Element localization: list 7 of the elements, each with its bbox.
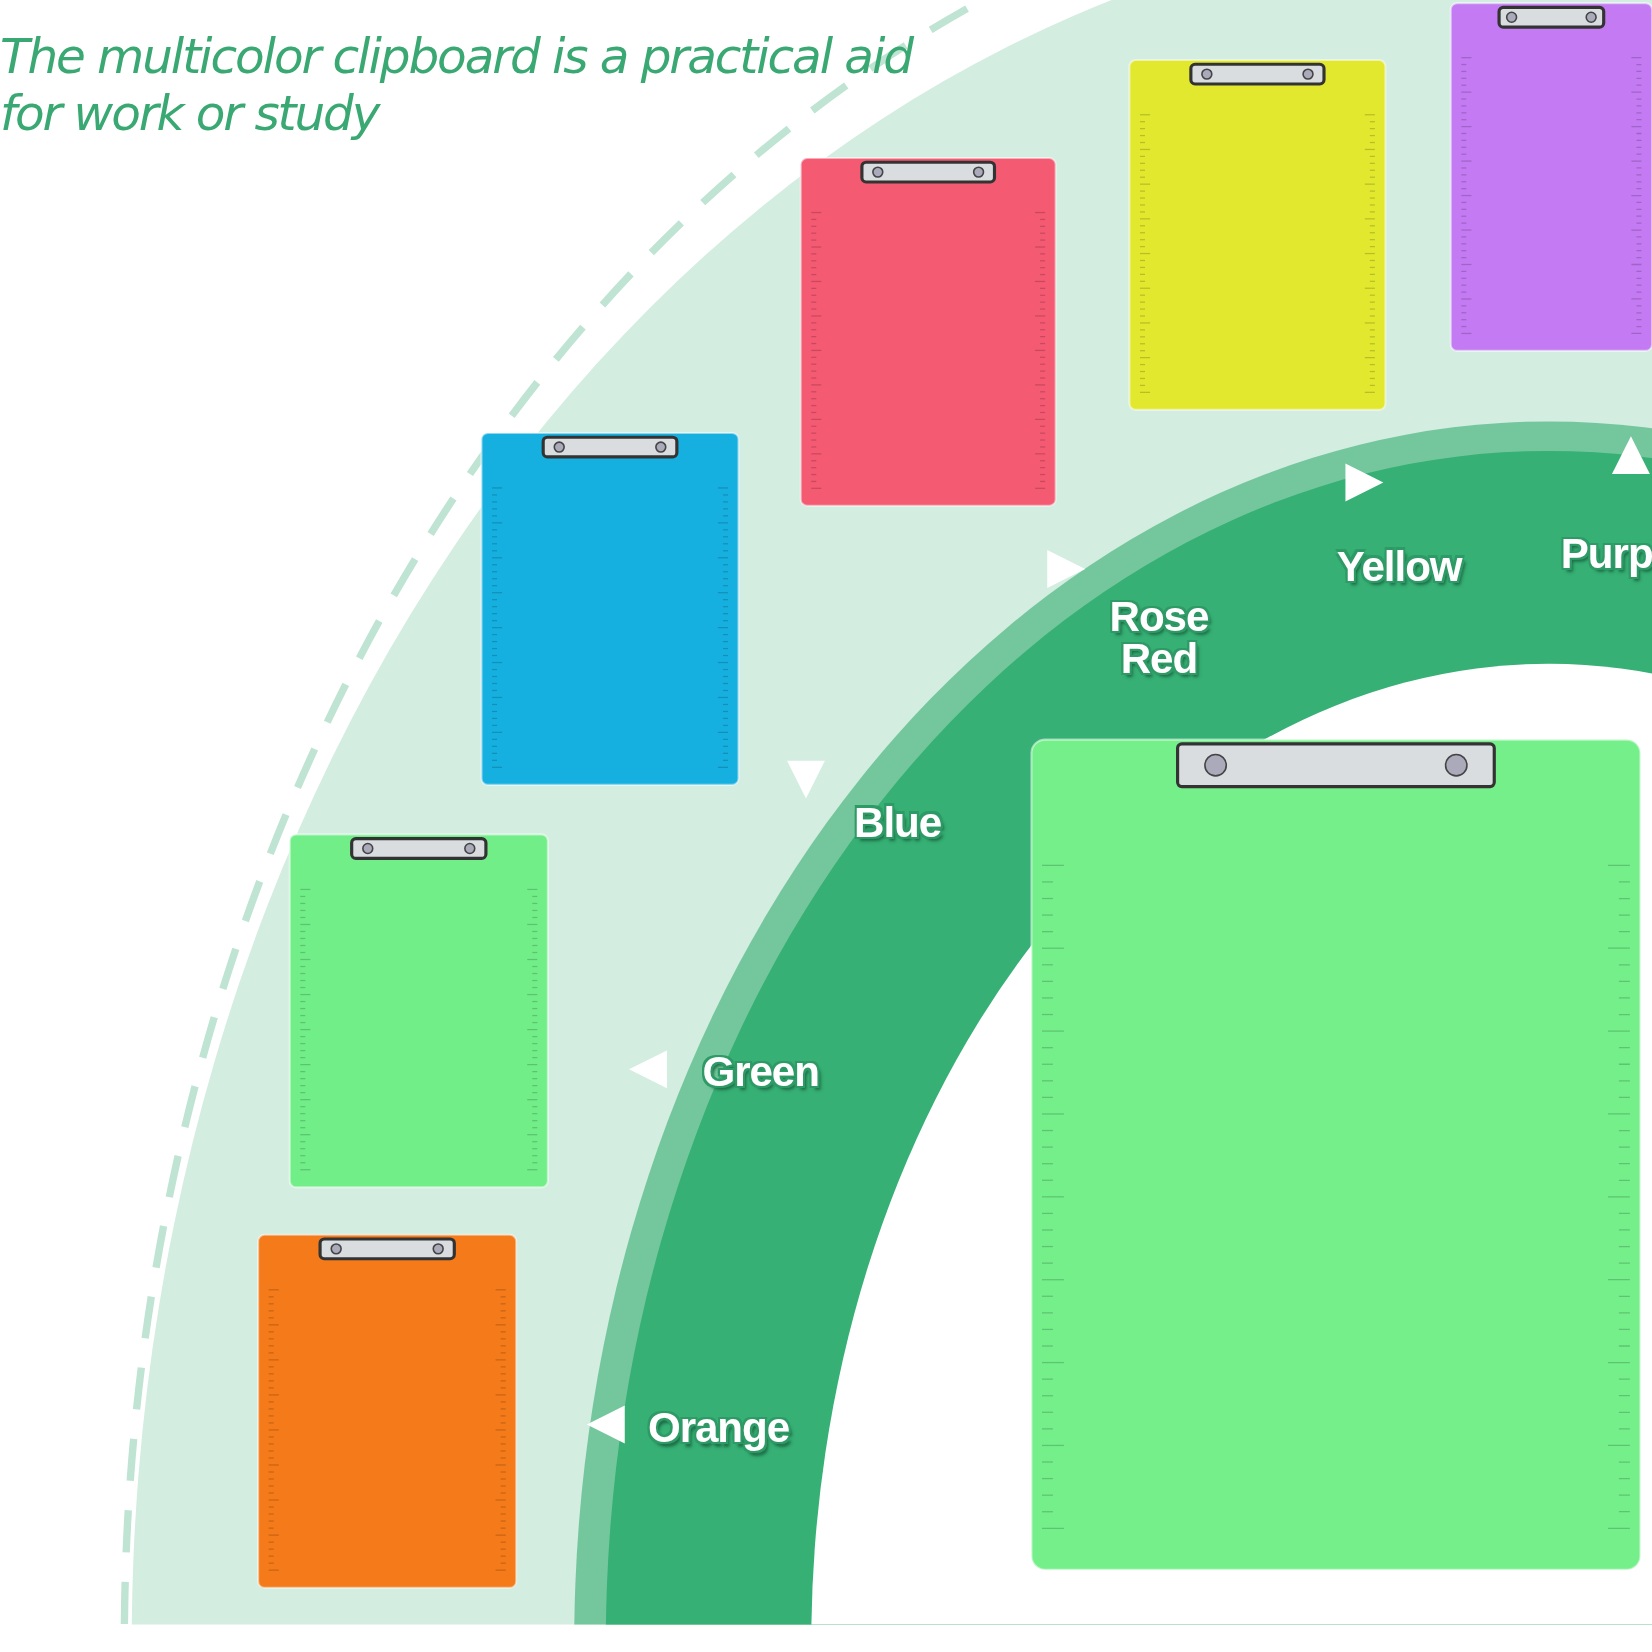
color-label: Orange <box>646 1406 791 1449</box>
color-label: Yellow <box>1335 544 1464 587</box>
color-label: Green <box>701 1050 820 1093</box>
color-label: Blue <box>853 800 943 843</box>
color-label: Rose Red <box>1108 595 1210 680</box>
title: The multicolor clipboard is a practical aid for work or study <box>0 27 914 142</box>
color-label: Purp <box>1559 532 1652 575</box>
